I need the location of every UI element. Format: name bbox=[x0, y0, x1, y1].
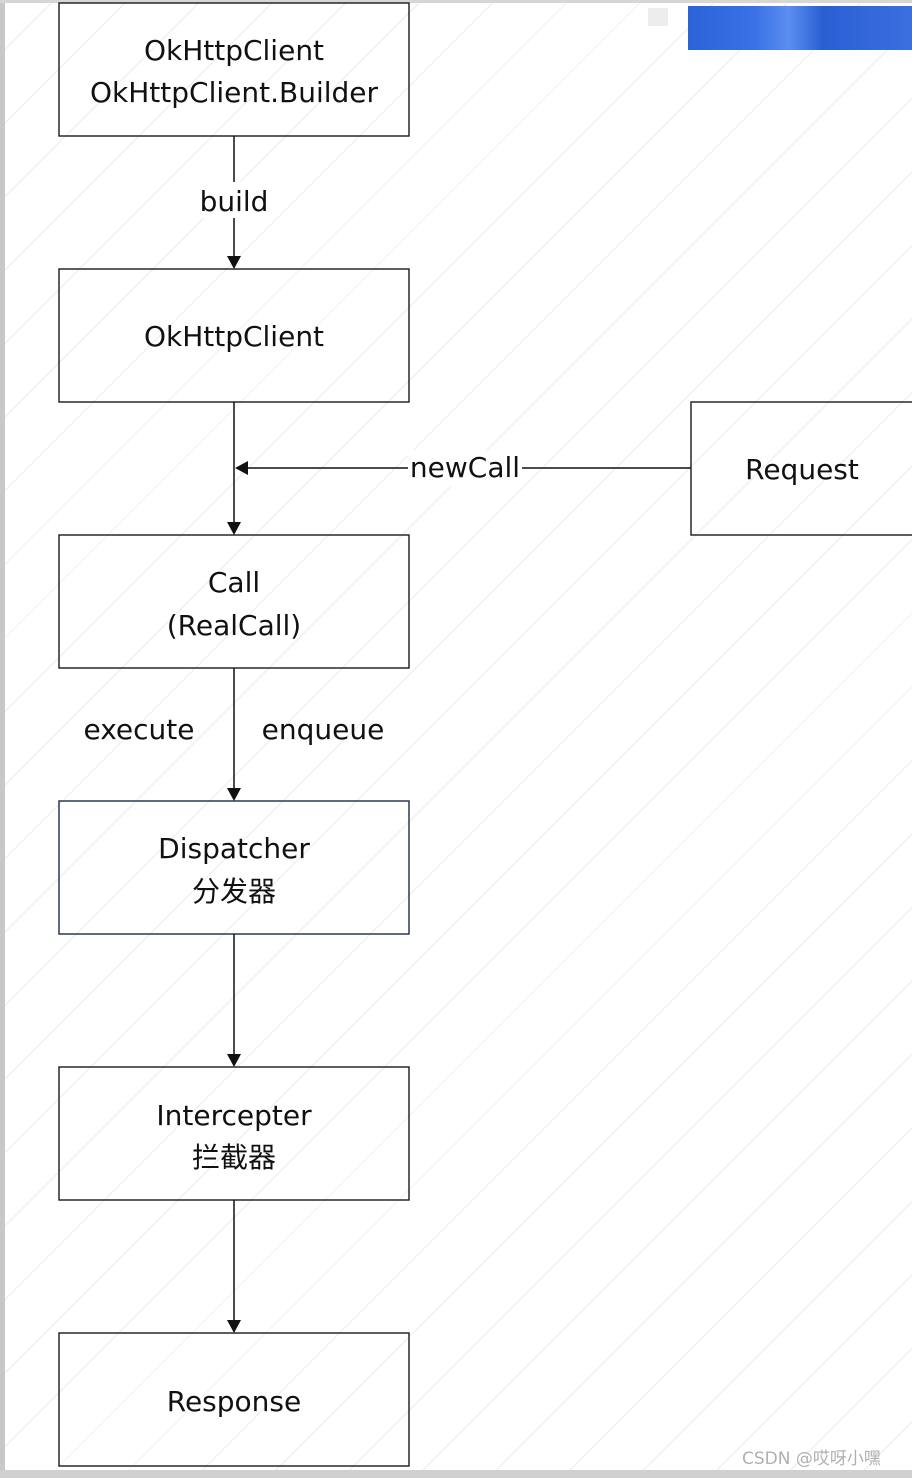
edge-build: build bbox=[196, 136, 272, 269]
node-client[interactable]: OkHttpClient bbox=[58, 268, 410, 403]
window-top-edge bbox=[0, 0, 912, 3]
edge-build-arrowhead bbox=[227, 256, 241, 269]
node-interceptor-box bbox=[58, 1066, 410, 1201]
redacted-area bbox=[688, 6, 912, 50]
edge-client-call-arrowhead bbox=[227, 522, 241, 535]
node-dispatcher-box bbox=[58, 800, 410, 935]
node-call[interactable]: Call (RealCall) bbox=[58, 534, 410, 669]
node-dispatcher-line1: Dispatcher bbox=[158, 832, 310, 865]
window-bottom-edge bbox=[0, 1470, 912, 1478]
node-client-line1: OkHttpClient bbox=[144, 320, 324, 353]
edge-newcall: newCall bbox=[235, 450, 691, 486]
window-left-edge bbox=[0, 0, 5, 1478]
node-call-line2: (RealCall) bbox=[167, 609, 301, 642]
edge-newcall-label: newCall bbox=[410, 451, 520, 484]
watermark: CSDN @哎呀小嘿 bbox=[742, 1449, 881, 1469]
node-response-line1: Response bbox=[167, 1385, 301, 1418]
node-interceptor[interactable]: Intercepter 拦截器 bbox=[58, 1066, 410, 1201]
node-interceptor-line2: 拦截器 bbox=[192, 1141, 276, 1174]
edge-interceptor-response bbox=[227, 1200, 241, 1333]
edge-build-label: build bbox=[200, 185, 269, 218]
node-call-line1: Call bbox=[208, 566, 260, 599]
edge-newcall-arrowhead bbox=[235, 461, 248, 475]
node-request[interactable]: Request bbox=[690, 401, 912, 536]
edge-call-dispatcher: execute enqueue bbox=[83, 668, 384, 801]
edge-call-dispatcher-arrowhead bbox=[227, 788, 241, 801]
node-builder-line1: OkHttpClient bbox=[144, 34, 324, 67]
edge-enqueue-label: enqueue bbox=[262, 713, 385, 746]
node-builder-box bbox=[58, 2, 410, 137]
node-response[interactable]: Response bbox=[58, 1332, 410, 1467]
node-interceptor-line1: Intercepter bbox=[156, 1099, 312, 1132]
edge-execute-label: execute bbox=[83, 713, 194, 746]
edge-client-call bbox=[227, 402, 241, 535]
edge-newcall-label-bg bbox=[408, 450, 522, 486]
node-response-box bbox=[58, 1332, 410, 1467]
node-request-line1: Request bbox=[745, 453, 859, 486]
node-call-box bbox=[58, 534, 410, 669]
edge-interceptor-response-arrowhead bbox=[227, 1320, 241, 1333]
node-builder-line2: OkHttpClient.Builder bbox=[90, 76, 379, 109]
edge-dispatcher-interceptor bbox=[227, 934, 241, 1067]
edge-build-label-bg bbox=[196, 182, 272, 218]
node-dispatcher-line2: 分发器 bbox=[192, 875, 276, 908]
node-dispatcher[interactable]: Dispatcher 分发器 bbox=[58, 800, 410, 935]
edge-dispatcher-interceptor-arrowhead bbox=[227, 1054, 241, 1067]
node-builder[interactable]: OkHttpClient OkHttpClient.Builder bbox=[58, 2, 410, 137]
redacted-area-light bbox=[648, 8, 668, 26]
